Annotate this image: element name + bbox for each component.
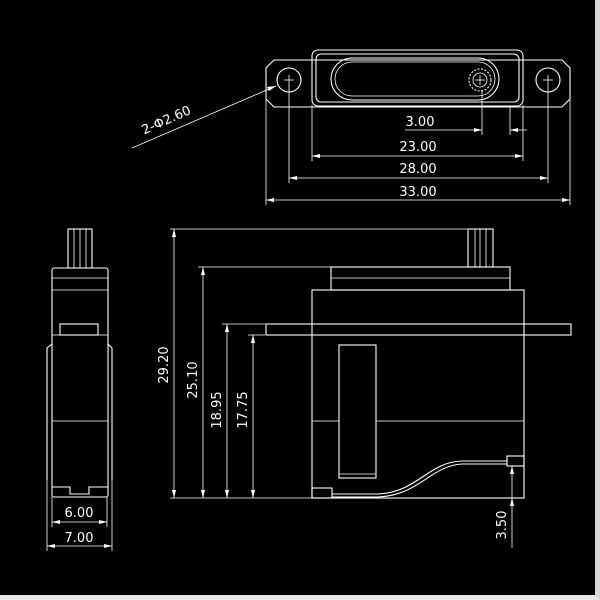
dim-gear-offset: 3.00 [405,115,527,132]
dim-tab-thickness: 7.00 [47,531,112,548]
dim-label-body-thickness: 6.00 [65,506,94,521]
mounting-ear-outline [265,59,571,108]
output-gear-icon [468,68,492,92]
bottom-foot [311,487,333,499]
horn-slot-inner [334,61,496,97]
dim-body-thickness: 6.00 [52,506,107,524]
dim-label-wire-exit-height: 3.50 [495,511,510,540]
mounting-tabs [265,323,572,336]
dim-hole-spacing: 28.00 [289,162,548,180]
wire-exit [506,455,525,467]
dim-tab-top-height: 18.95 [210,324,229,498]
dim-label-case-height: 25.10 [186,361,201,398]
dim-label-total-height: 29.20 [157,346,172,383]
dim-label-gear-offset: 3.00 [406,115,435,130]
output-spline [467,228,494,268]
dim-wire-exit-height: 3.50 [495,466,514,548]
end-top-bump [59,323,99,336]
dim-label-overall-width: 33.00 [399,185,436,200]
dim-label-hole-spacing: 28.00 [399,162,436,177]
end-view: 6.00 7.00 [46,228,113,551]
servo-wire [332,463,507,498]
dim-tab-bottom-height: 17.75 [236,335,255,498]
side-extension-lines [170,228,517,499]
end-case-body [51,267,109,498]
top-view: 3.00 23.00 28.00 33.00 2-Φ2.60 [131,49,571,205]
case-top-cap [330,266,511,291]
case-top-inner [315,53,520,103]
case-body [311,289,525,499]
side-view: 29.20 25.10 18.95 17.75 3.50 [157,228,572,548]
end-flange-left [46,343,53,480]
dim-body-width: 23.00 [312,140,523,158]
horn-slot [330,57,500,101]
dim-label-tab-thickness: 7.00 [65,531,94,546]
case-top-outline [311,49,524,107]
side-window [338,344,377,479]
dim-label-tab-bottom-height: 17.75 [236,391,251,428]
hole-leader: 2-Φ2.60 [131,85,277,149]
dim-label-tab-top-height: 18.95 [210,391,225,428]
dim-case-height: 25.10 [186,267,205,498]
dim-overall-width: 33.00 [266,185,570,202]
dim-total-height: 29.20 [157,229,176,498]
dim-label-body-width: 23.00 [399,140,436,155]
end-flange-right [107,343,113,480]
end-bottom-feet [52,486,108,495]
